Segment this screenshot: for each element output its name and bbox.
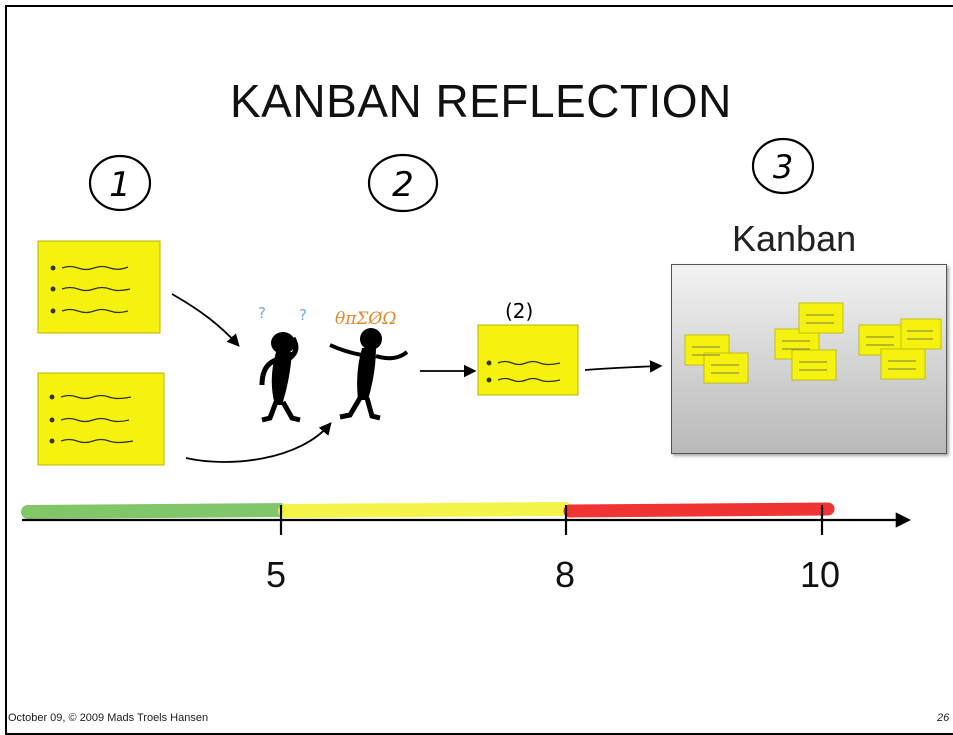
- arrow-note2-to-team: [185, 422, 332, 463]
- sticky-note-1: [37, 240, 161, 334]
- note-count-label: (2): [505, 299, 533, 323]
- kanban-board-notes: [684, 302, 942, 384]
- step-label-3: 3: [773, 148, 793, 186]
- step-label-1: 1: [109, 165, 131, 205]
- kanban-board-label: Kanban: [732, 218, 857, 259]
- arrow-note1-to-team: [171, 293, 240, 347]
- step-circle-3: 3: [751, 137, 815, 195]
- timeline-green-band: [21, 503, 287, 519]
- board-note: [880, 348, 926, 380]
- slide-footer: October 09, © 2009 Mads Troels Hansen: [8, 712, 209, 724]
- board-note: [703, 352, 749, 384]
- greek-symbols: θπΣØΩ: [335, 309, 396, 329]
- board-note: [798, 302, 844, 334]
- step-circle-1: 1: [88, 154, 152, 212]
- timeline-label-5: 5: [266, 554, 287, 595]
- timeline-yellow-band: [278, 502, 572, 518]
- sticky-note-2: [37, 372, 165, 466]
- step-label-2: 2: [392, 165, 414, 205]
- confused-figure: [259, 332, 301, 423]
- slide-title: KANBAN REFLECTION: [230, 75, 732, 127]
- board-note: [900, 318, 942, 350]
- question-mark-1: ?: [258, 304, 266, 322]
- kanban-board: [671, 264, 947, 454]
- timeline-label-10: 10: [800, 554, 841, 595]
- board-note: [791, 349, 837, 381]
- arrow-note-to-board: [584, 360, 663, 373]
- question-mark-2: ?: [299, 306, 307, 324]
- timeline-label-8: 8: [555, 554, 576, 595]
- explaining-figure: [329, 328, 409, 421]
- sticky-note-3: [477, 324, 579, 396]
- page-number: 26: [937, 712, 950, 724]
- timeline-red-band: [563, 502, 835, 518]
- step-circle-2: 2: [367, 153, 439, 213]
